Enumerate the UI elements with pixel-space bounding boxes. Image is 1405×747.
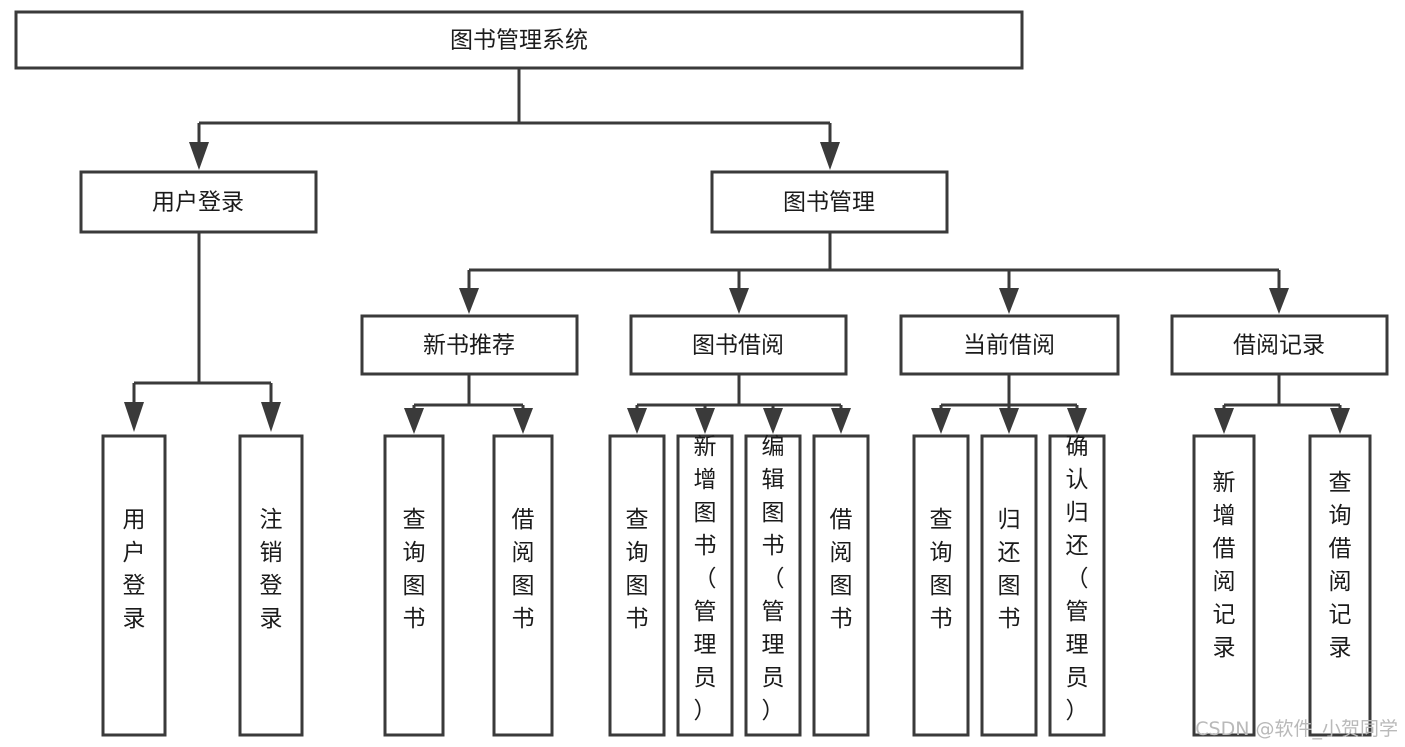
node-leaf-logout[interactable]: 注销登录 [238,434,304,737]
node-leaf-query-borrow-record[interactable]: 查询借阅记录 [1308,434,1372,737]
node-leaf-confirm-return-admin-box[interactable] [1048,434,1106,737]
connector-layer [124,68,1350,434]
node-new-book-recommend-box[interactable] [360,314,579,376]
arrow-root-to-book-mgmt [820,142,840,170]
node-book-management[interactable]: 图书管理 [710,170,949,234]
node-leaf-user-login-box[interactable] [101,434,167,737]
node-leaf-query-borrow-record-box[interactable] [1308,434,1372,737]
node-leaf-borrow-book[interactable]: 借阅图书 [812,434,870,737]
arrow-book-mgmt-to-borrow [729,288,749,314]
arrow-book-mgmt-to-record [1269,288,1289,314]
node-leaf-user-login[interactable]: 用户登录 [101,434,167,737]
node-leaf-query-book-recommend[interactable]: 查询图书 [383,434,445,737]
node-new-book-recommend[interactable]: 新书推荐 [360,314,579,376]
node-leaf-add-book-admin-label: 新增图书（管理员） [694,434,717,724]
node-leaf-query-book-recommend-label: 查询图书 [403,507,426,632]
node-book-management-box[interactable] [710,170,949,234]
node-leaf-query-book-current-box[interactable] [912,434,970,737]
node-root-label: 图书管理系统 [450,28,588,54]
arrow-user-login-leaf-1 [124,402,144,432]
node-leaf-borrow-book-recommend-label: 借阅图书 [512,507,535,632]
node-leaf-add-book-admin[interactable]: 新增图书（管理员） [676,434,734,737]
arrow-borrow-leaf-2 [695,408,715,434]
arrow-borrow-leaf-4 [831,408,851,434]
arrow-borrow-leaf-3 [763,408,783,434]
node-leaf-edit-book-admin-label: 编辑图书（管理员） [762,434,785,724]
node-leaf-query-borrow-record-label: 查询借阅记录 [1329,470,1352,661]
arrow-book-mgmt-to-current [999,288,1019,314]
node-book-borrow-box[interactable] [629,314,848,376]
node-leaf-edit-book-admin-box[interactable] [744,434,802,737]
node-leaf-user-login-label: 用户登录 [123,507,146,632]
node-leaf-add-book-admin-box[interactable] [676,434,734,737]
arrow-new-book-leaf-1 [404,408,424,434]
arrow-record-leaf-1 [1214,408,1234,434]
node-leaf-add-borrow-record[interactable]: 新增借阅记录 [1192,434,1256,737]
node-leaf-logout-box[interactable] [238,434,304,737]
node-leaf-return-book-label: 归还图书 [998,507,1021,632]
arrow-borrow-leaf-1 [627,408,647,434]
watermark-text: CSDN @软件_小贺同学 [1195,718,1398,740]
node-book-management-label: 图书管理 [783,190,875,216]
arrow-new-book-leaf-2 [513,408,533,434]
node-leaf-confirm-return-admin-label: 确认归还（管理员） [1066,434,1089,724]
node-leaf-add-borrow-record-box[interactable] [1192,434,1256,737]
node-leaf-query-book-current-label: 查询图书 [930,507,953,632]
node-leaf-query-book-borrow[interactable]: 查询图书 [608,434,666,737]
node-user-login-box[interactable] [79,170,318,234]
node-leaf-query-book-borrow-label: 查询图书 [626,507,649,632]
node-current-borrow[interactable]: 当前借阅 [899,314,1120,376]
node-borrow-record-label: 借阅记录 [1233,333,1325,359]
arrow-current-leaf-2 [999,408,1019,434]
node-user-login-label: 用户登录 [152,190,244,216]
node-leaf-query-book-current[interactable]: 查询图书 [912,434,970,737]
arrow-user-login-leaf-2 [261,402,281,432]
node-leaf-add-borrow-record-label: 新增借阅记录 [1213,470,1236,661]
node-borrow-record[interactable]: 借阅记录 [1170,314,1389,376]
arrow-root-to-user-login [189,142,209,170]
arrow-current-leaf-3 [1067,408,1087,434]
node-book-borrow[interactable]: 图书借阅 [629,314,848,376]
node-leaf-return-book[interactable]: 归还图书 [980,434,1038,737]
node-leaf-query-book-borrow-box[interactable] [608,434,666,737]
node-leaf-borrow-book-recommend[interactable]: 借阅图书 [492,434,554,737]
node-current-borrow-box[interactable] [899,314,1120,376]
node-root-system[interactable]: 图书管理系统 [14,10,1024,70]
arrow-current-leaf-1 [931,408,951,434]
node-leaf-logout-label: 注销登录 [260,507,283,632]
node-root-box[interactable] [14,10,1024,70]
arrow-book-mgmt-to-new-book [459,288,479,314]
node-current-borrow-label: 当前借阅 [963,333,1055,359]
node-borrow-record-box[interactable] [1170,314,1389,376]
node-leaf-return-book-box[interactable] [980,434,1038,737]
node-user-login[interactable]: 用户登录 [79,170,318,234]
node-book-borrow-label: 图书借阅 [692,333,784,359]
node-leaf-borrow-book-label: 借阅图书 [830,507,853,632]
node-leaf-edit-book-admin[interactable]: 编辑图书（管理员） [744,434,802,737]
node-leaf-borrow-book-box[interactable] [812,434,870,737]
node-leaf-query-book-recommend-box[interactable] [383,434,445,737]
node-leaf-borrow-book-recommend-box[interactable] [492,434,554,737]
node-leaf-confirm-return-admin[interactable]: 确认归还（管理员） [1048,434,1106,737]
arrow-record-leaf-2 [1330,408,1350,434]
node-new-book-recommend-label: 新书推荐 [423,333,515,359]
